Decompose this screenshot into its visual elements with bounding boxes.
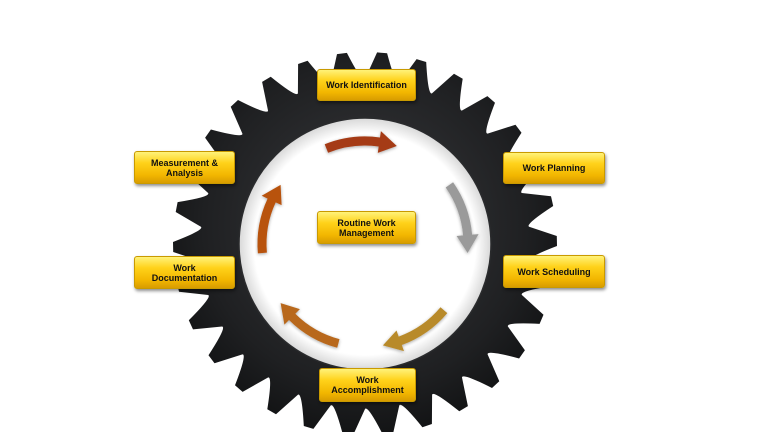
arrow-to-measurement xyxy=(257,184,282,254)
step-label: Measurement & Analysis xyxy=(150,157,219,178)
step-work-scheduling: Work Scheduling xyxy=(503,255,605,288)
step-work-accomplishment: Work Accomplishment xyxy=(319,368,416,402)
arrow-to-documentation xyxy=(280,303,340,348)
step-label: Work Documentation xyxy=(151,262,218,283)
step-label: Work Accomplishment xyxy=(331,375,404,395)
step-work-planning: Work Planning xyxy=(503,152,605,184)
step-work-identification: Work Identification xyxy=(317,69,416,101)
step-measurement-analysis: Measurement & Analysis xyxy=(134,151,235,184)
arrow-to-scheduling xyxy=(445,182,479,253)
gear-inner-ring xyxy=(238,117,492,371)
step-label: Work Scheduling xyxy=(517,266,591,277)
arrow-to-accomplishment xyxy=(382,307,448,352)
step-label: Work Planning xyxy=(522,163,586,173)
step-work-documentation: Work Documentation xyxy=(134,256,235,289)
center-label: Routine Work Management xyxy=(337,217,396,238)
step-label: Work Identification xyxy=(326,80,407,90)
arrow-to-planning xyxy=(324,131,397,153)
center-routine-work-management: Routine Work Management xyxy=(317,211,416,244)
